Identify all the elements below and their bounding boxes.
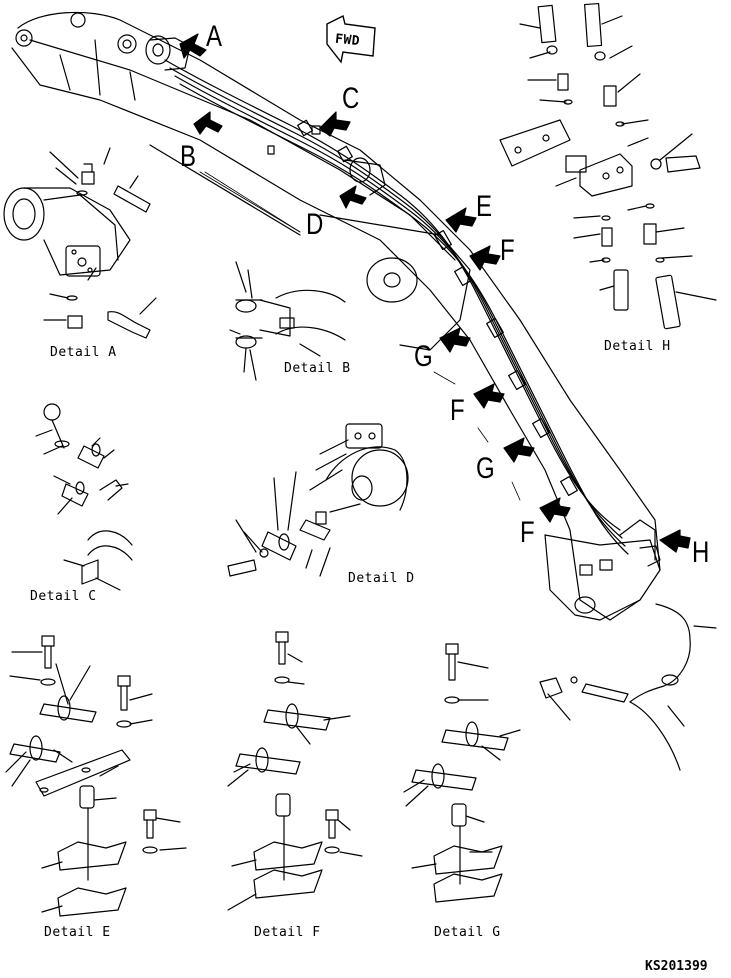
callout-f-2: F — [450, 394, 465, 427]
caption-detail-b: Detail B — [284, 361, 351, 376]
arrow-a — [180, 34, 206, 58]
caption-detail-h: Detail H — [604, 339, 671, 354]
caption-detail-a: Detail A — [50, 345, 117, 360]
caption-detail-d: Detail D — [348, 571, 415, 586]
arrow-c — [320, 112, 350, 136]
caption-detail-c: Detail C — [30, 589, 97, 604]
arrow-g-1 — [440, 328, 470, 352]
detail-d-drawing — [228, 424, 408, 576]
arrow-b — [194, 112, 222, 134]
arrow-h — [660, 530, 690, 552]
detail-g-drawing — [404, 644, 520, 902]
forward-arrow-icon — [323, 14, 381, 68]
boom-arm — [12, 12, 660, 620]
callout-g-2: G — [476, 452, 495, 485]
detail-a-drawing — [4, 148, 156, 338]
hose-bundle — [165, 60, 628, 554]
callout-f-1: F — [500, 234, 515, 267]
caption-detail-e: Detail E — [44, 925, 111, 940]
forward-label: FWD — [334, 31, 361, 50]
arrow-e — [446, 208, 476, 232]
callout-g-1: G — [414, 340, 433, 373]
callout-arrows — [180, 34, 690, 552]
callout-leaders — [200, 172, 520, 500]
callout-a: A — [206, 20, 223, 53]
boom-head — [545, 520, 660, 620]
caption-detail-g: Detail G — [434, 925, 501, 940]
detail-c-drawing — [36, 404, 132, 590]
drawing-code: KS201399 — [645, 959, 708, 974]
detail-h-drawing — [500, 4, 716, 329]
detail-f-drawing — [228, 632, 362, 910]
detail-e-drawing — [6, 636, 186, 916]
arrow-f-2 — [474, 384, 504, 408]
arrow-f-1 — [470, 246, 500, 270]
arrow-g-2 — [504, 438, 534, 462]
callout-b: B — [180, 140, 197, 173]
callout-f-3: F — [520, 516, 535, 549]
arrow-f-3 — [540, 498, 570, 522]
callout-h: H — [692, 536, 710, 569]
detail-b-drawing — [230, 262, 345, 380]
sensor-harness — [540, 604, 716, 770]
callout-d: D — [306, 208, 324, 241]
callout-e: E — [476, 190, 493, 223]
callout-c: C — [342, 82, 360, 115]
caption-detail-f: Detail F — [254, 925, 321, 940]
arrow-d — [340, 186, 366, 208]
